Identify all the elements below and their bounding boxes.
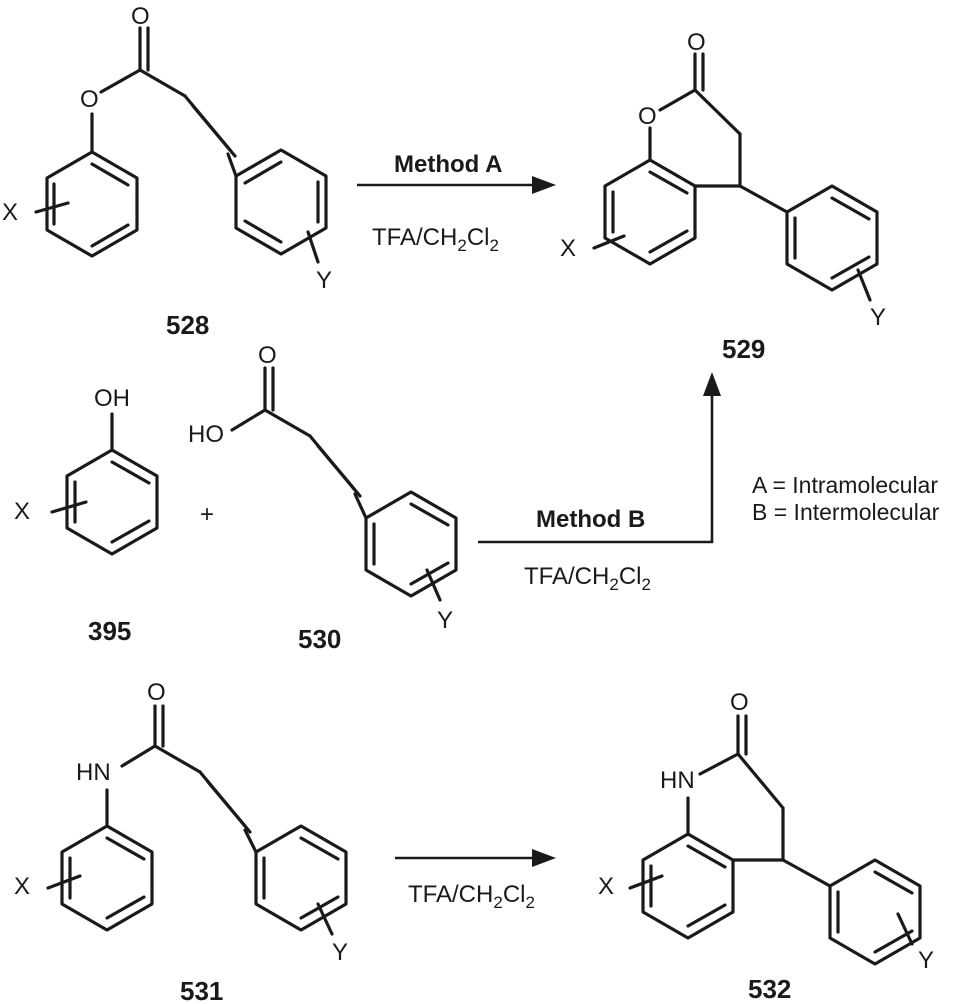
plus-sign: +: [200, 501, 214, 528]
ring-oxygen: O: [638, 103, 657, 130]
ester-oxygen: O: [80, 86, 99, 113]
hydroxyl: OH: [94, 385, 130, 412]
method-b-conditions: TFA/CH2Cl2: [524, 563, 651, 594]
phenyl-ring: [828, 858, 922, 966]
x-substituent: X: [14, 873, 30, 900]
compound-532: HN O X Y 532: [598, 689, 934, 1004]
phenol-ring: [65, 448, 159, 556]
compound-529: O O X Y 529: [560, 29, 886, 364]
benzo-ring: [641, 832, 735, 940]
x-substituent: X: [14, 498, 30, 525]
legend-intermolecular: B = Intermolecular: [752, 499, 940, 525]
compound-number: 529: [722, 334, 765, 364]
y-substituent: Y: [316, 267, 332, 294]
method-a-label: Method A: [394, 151, 502, 178]
phenyl-ring: [364, 490, 458, 598]
y-substituent: Y: [437, 607, 453, 634]
bottom-arrow: TFA/CH2Cl2: [395, 849, 556, 912]
hydroxyl: HO: [188, 421, 224, 448]
carbonyl-oxygen: O: [687, 29, 706, 56]
legend-intramolecular: A = Intramolecular: [752, 472, 938, 498]
compound-number: 530: [298, 624, 341, 654]
method-b-label: Method B: [536, 506, 645, 533]
method-a-conditions: TFA/CH2Cl2: [372, 224, 499, 255]
y-substituent: Y: [870, 304, 886, 331]
phenyl-ring: [785, 184, 879, 292]
compound-number: 395: [88, 616, 131, 646]
y-substituent: Y: [918, 947, 934, 974]
carbonyl-oxygen: O: [258, 342, 277, 369]
compound-528: X O O Y 528: [2, 3, 332, 340]
bottom-conditions: TFA/CH2Cl2: [408, 881, 535, 912]
x-substituent: X: [598, 873, 614, 900]
aniline-ring: [60, 824, 154, 932]
ring-b: [234, 148, 328, 256]
method-a-arrow: Method A TFA/CH2Cl2: [357, 151, 556, 255]
method-b-arrow: Method B TFA/CH2Cl2: [478, 372, 721, 594]
compound-number: 532: [748, 974, 791, 1004]
carbonyl-oxygen: O: [131, 3, 150, 30]
carbonyl-oxygen: O: [147, 679, 166, 706]
benzo-ring: [603, 158, 697, 266]
y-substituent: Y: [332, 939, 348, 966]
compound-number: 531: [180, 976, 223, 1004]
amide-nh: HN: [76, 759, 111, 786]
x-substituent: X: [560, 235, 576, 262]
compound-530: HO O Y 530: [188, 342, 458, 654]
carbonyl-oxygen: O: [730, 689, 749, 716]
amide-nh: HN: [660, 767, 695, 794]
compound-531: HN O X Y 531: [14, 679, 348, 1004]
phenyl-ring: [254, 824, 348, 932]
compound-395: OH X 395: [14, 385, 159, 646]
compound-number: 528: [166, 310, 209, 340]
x-substituent: X: [2, 199, 18, 226]
ring-a: [45, 150, 139, 258]
